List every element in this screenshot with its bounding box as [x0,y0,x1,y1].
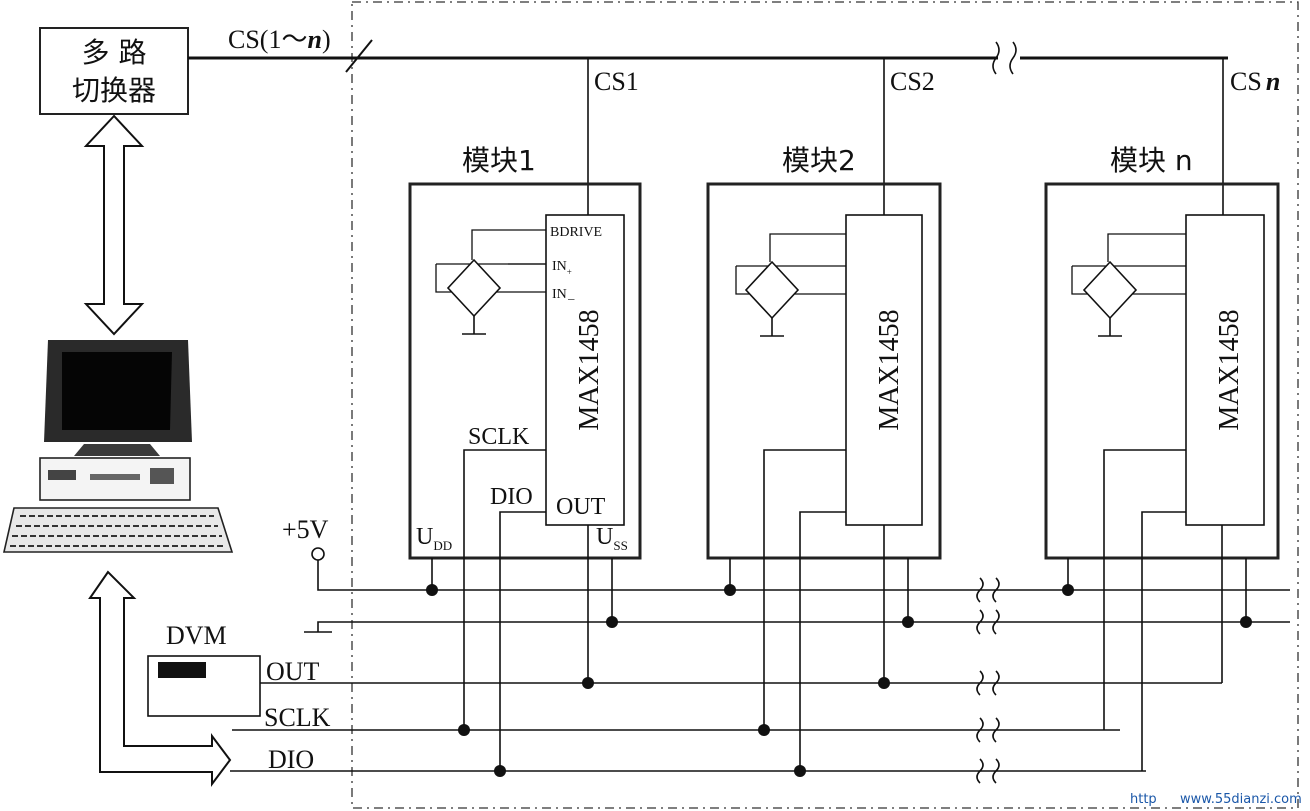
dio-signal-label: DIO [268,745,314,774]
dvm-label: DVM [166,621,227,650]
watermark-right: www.55dianzi.com [1180,792,1302,807]
module-1-chip [545,214,625,526]
module-n-title: 模块 n [1110,144,1193,177]
pin-in-minus: IN－ [552,287,576,305]
pin-bdrive: BDRIVE [550,225,602,240]
module-2: 模块2 MAX1458 [706,144,942,771]
module-n-chip-label: MAX1458 [1214,309,1245,430]
multiplexer: 多 路 切换器 [39,27,189,115]
bus-break-symbols [976,577,1000,784]
dashed-boundary [351,1,1299,809]
pin-udd: UDD [416,524,452,553]
multiplexer-label-line1: 多 路 [82,36,147,69]
module-1: 模块1 MAX1458 BDRIVE IN+ IN－ SCLK DIO OUT … [408,144,642,771]
cs2-label: CS2 [890,67,935,96]
mux-computer-arrow [83,114,145,336]
computer-icon [2,340,234,553]
module-2-chip [845,214,923,526]
module-2-title: 模块2 [782,144,856,177]
plus5v-label: +5V [282,515,329,544]
out-signal-label: OUT [266,657,320,686]
pin-sclk: SCLK [468,424,530,450]
watermark-left: http [1130,792,1157,807]
module-1-title: 模块1 [462,144,536,177]
module-n-chip [1185,214,1265,526]
module-n: 模块 n MAX1458 [1044,144,1280,771]
pin-uss: USS [596,524,628,553]
cs-bus: CS(1～n) [188,25,1228,75]
cs1-label: CS1 [594,67,639,96]
bridge-sensor-1 [446,258,502,318]
bridge-sensor-n [1082,260,1138,320]
cs-bus-label: CS(1～n) [228,25,331,54]
ground-symbol [304,621,1290,633]
pin-dio: DIO [490,484,533,510]
junction-dots [426,584,1252,777]
module-2-chip-label: MAX1458 [874,309,905,430]
plus5v-terminal [311,547,325,561]
multiplexer-label-line2: 切换器 [72,74,156,107]
bridge-sensor-2 [744,260,800,320]
dvm: DVM [147,621,261,717]
module-1-chip-label: MAX1458 [574,309,605,430]
pin-out: OUT [556,494,606,520]
pin-in-plus: IN+ [552,259,572,277]
computer-bus-arrow [88,570,232,787]
sclk-signal-label: SCLK [264,703,331,732]
